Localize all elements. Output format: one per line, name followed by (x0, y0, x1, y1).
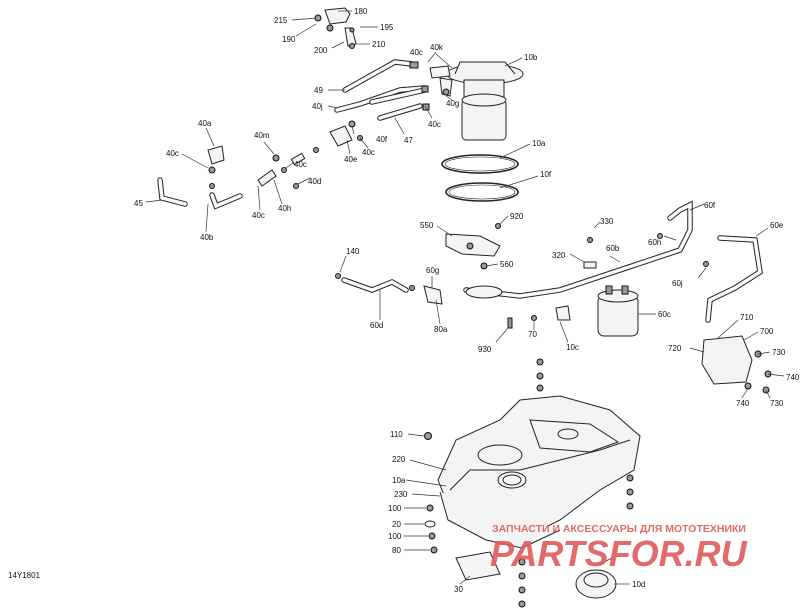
label-215: 215 (274, 16, 288, 25)
label-60e: 60e (770, 221, 784, 230)
label-40h: 40h (278, 204, 291, 213)
label-60g: 60g (426, 266, 439, 275)
label-550: 550 (420, 221, 434, 230)
label-740-upper: 740 (786, 373, 800, 382)
label-10a-tank: 10a (392, 476, 406, 485)
label-60j: 60j (672, 279, 683, 288)
label-20: 20 (392, 520, 401, 529)
label-320: 320 (552, 251, 566, 260)
pump-seal-rings (441, 154, 519, 202)
label-60d: 60d (370, 321, 383, 330)
fuel-level-sender (445, 223, 501, 270)
label-40e: 40e (344, 155, 358, 164)
label-195: 195 (380, 23, 394, 32)
label-60c: 60c (658, 310, 671, 319)
label-40c-filter: 40c (362, 148, 375, 157)
leader-lines (145, 10, 785, 585)
label-10b: 10b (524, 53, 538, 62)
label-920: 920 (510, 212, 524, 221)
label-100-upper: 100 (388, 504, 402, 513)
label-10f: 10f (540, 170, 552, 179)
part-labels: 215 190 180 195 200 210 40c 40k 10b 49 4… (8, 7, 800, 594)
watermark-tagline: ЗАПЧАСТИ И АКСЕССУАРЫ ДЛЯ МОТОТЕХНИКИ (492, 523, 746, 535)
hose-fittings-left (157, 145, 243, 210)
label-230: 230 (394, 490, 408, 499)
label-190: 190 (282, 35, 296, 44)
label-140: 140 (346, 247, 360, 256)
label-110: 110 (390, 430, 403, 439)
label-40c-mid: 40c (294, 160, 307, 169)
label-740-lower: 740 (736, 399, 750, 408)
label-60h: 60h (648, 238, 661, 247)
hose-clamp-assembly (314, 7, 357, 49)
label-220: 220 (392, 455, 406, 464)
label-10a-seal: 10a (532, 139, 546, 148)
purge-valve-bracket (701, 335, 772, 394)
vent-hoses (335, 200, 763, 323)
fuel-hoses-upper (334, 59, 430, 121)
label-560: 560 (500, 260, 514, 269)
label-200: 200 (314, 46, 328, 55)
label-40c-pump: 40c (428, 120, 441, 129)
label-45: 45 (134, 199, 143, 208)
label-330: 330 (600, 217, 614, 226)
label-47: 47 (404, 136, 413, 145)
label-720: 720 (668, 344, 682, 353)
label-180: 180 (354, 7, 368, 16)
label-60f: 60f (704, 201, 716, 210)
label-40d: 40d (308, 177, 321, 186)
label-700: 700 (760, 327, 774, 336)
label-40c-low: 40c (252, 211, 265, 220)
label-40k: 40k (430, 43, 444, 52)
label-40b: 40b (200, 233, 214, 242)
label-10d: 10d (632, 580, 645, 589)
label-10c: 10c (566, 343, 579, 352)
label-730-lower: 730 (770, 399, 784, 408)
label-40f: 40f (376, 135, 388, 144)
label-40g: 40g (446, 99, 459, 108)
label-70: 70 (528, 330, 537, 339)
watermark: ЗАПЧАСТИ И АКСЕССУАРЫ ДЛЯ МОТОТЕХНИКИ PA… (490, 523, 748, 574)
fuel-pump-module (429, 61, 524, 141)
fuel-tank (424, 358, 641, 608)
label-40a: 40a (198, 119, 212, 128)
label-210: 210 (372, 40, 386, 49)
evap-canister (507, 285, 639, 337)
label-40m: 40m (254, 131, 270, 140)
diagram-code: 14Y1801 (8, 571, 41, 580)
label-40j: 40j (312, 102, 323, 111)
label-80: 80 (392, 546, 401, 555)
fuel-filter (257, 120, 363, 189)
label-100-lower: 100 (388, 532, 402, 541)
label-730-upper: 730 (772, 348, 786, 357)
label-40c-left: 40c (166, 149, 179, 158)
label-40c-top: 40c (410, 48, 423, 57)
label-49: 49 (314, 86, 323, 95)
label-30: 30 (454, 585, 463, 594)
label-60b: 60b (606, 244, 620, 253)
watermark-site: PARTSFOR.RU (490, 533, 748, 574)
label-930: 930 (478, 345, 492, 354)
label-80a: 80a (434, 325, 448, 334)
label-710: 710 (740, 313, 754, 322)
